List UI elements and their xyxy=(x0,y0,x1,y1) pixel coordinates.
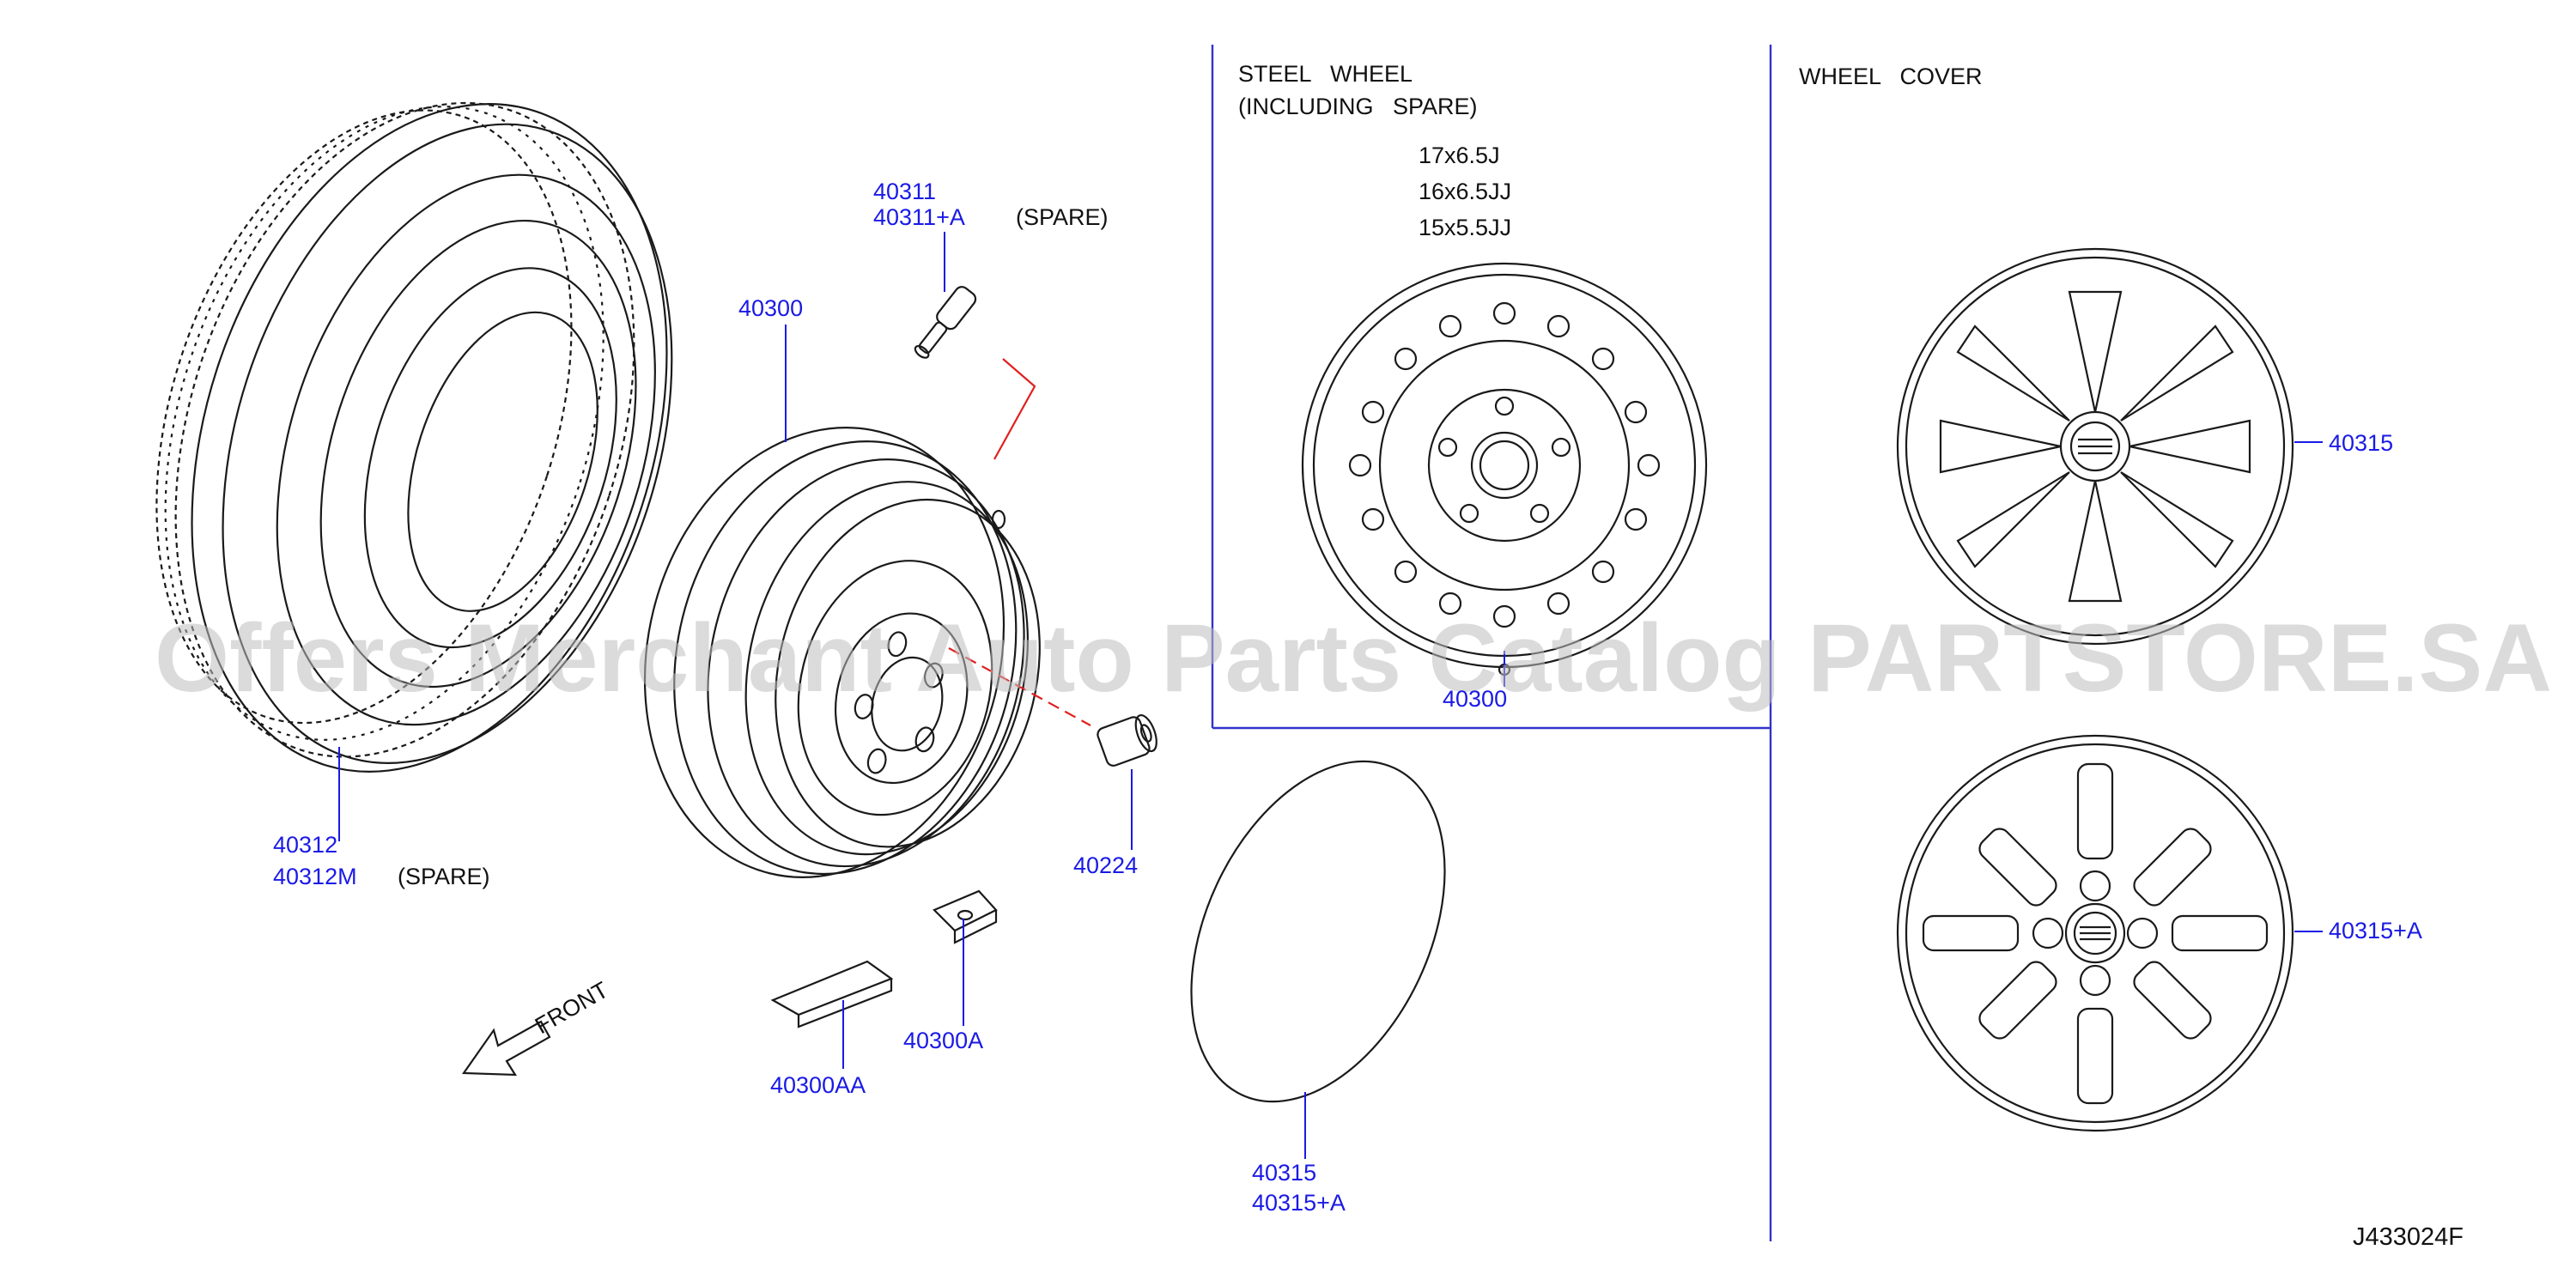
callout-tire-spare: (SPARE) xyxy=(398,864,490,889)
valve-stem-icon[interactable] xyxy=(910,284,978,362)
callout-40315a-cap[interactable]: 40315+A xyxy=(1252,1190,1346,1216)
callout-40315a-cover[interactable]: 40315+A xyxy=(2329,918,2422,943)
wheel-cover-heading: WHEEL COVER xyxy=(1799,64,1983,89)
steel-wheel-exploded[interactable] xyxy=(598,389,1088,925)
callout-40300-steel[interactable]: 40300 xyxy=(1443,686,1507,712)
section-frames xyxy=(1211,45,1772,1241)
balance-weight-aa-icon[interactable] xyxy=(770,960,894,1028)
callout-40224[interactable]: 40224 xyxy=(1073,852,1138,878)
center-cap-disc[interactable] xyxy=(1140,721,1495,1143)
callout-40315-cap[interactable]: 40315 xyxy=(1252,1160,1316,1186)
balance-weight-a-icon[interactable] xyxy=(933,889,998,944)
wheel-nut-icon[interactable] xyxy=(1096,712,1161,767)
callout-valve-spare: (SPARE) xyxy=(1016,204,1109,230)
steel-wheel-heading-2: (INCLUDING SPARE) xyxy=(1238,94,1478,119)
callout-40311a[interactable]: 40311+A xyxy=(873,204,965,230)
callout-40311[interactable]: 40311 xyxy=(873,179,936,204)
tire-illustration[interactable] xyxy=(75,31,753,835)
callout-40315-cover[interactable]: 40315 xyxy=(2329,430,2393,456)
wheel-cover-2[interactable] xyxy=(1896,734,2294,1132)
wheel-size-1: 17x6.5J xyxy=(1419,143,1500,168)
callout-40300a[interactable]: 40300A xyxy=(903,1028,983,1053)
steel-wheel-heading-1: STEEL WHEEL xyxy=(1238,61,1413,87)
wheel-size-3: 15x5.5JJ xyxy=(1419,215,1511,240)
callout-40312m[interactable]: 40312M xyxy=(273,864,357,889)
valve-leader-red xyxy=(993,358,1036,460)
diagram-code: J433024F xyxy=(2353,1223,2464,1251)
nut-leader-red xyxy=(948,647,1091,726)
wheel-size-2: 16x6.5JJ xyxy=(1419,179,1511,204)
leader-lines xyxy=(338,232,2323,1159)
steel-wheel-front-view[interactable] xyxy=(1301,262,1708,676)
callout-40300-main[interactable]: 40300 xyxy=(738,295,803,321)
valve-hole-icon xyxy=(991,509,1006,530)
front-arrow-icon xyxy=(461,1020,551,1077)
wheel-cover-1[interactable] xyxy=(1896,247,2294,646)
watermark: Offers Merchant Auto Parts Catalog PARTS… xyxy=(155,604,2552,712)
callout-40312[interactable]: 40312 xyxy=(273,832,337,858)
front-label: FRONT xyxy=(531,977,613,1039)
callout-40300aa[interactable]: 40300AA xyxy=(770,1072,866,1098)
